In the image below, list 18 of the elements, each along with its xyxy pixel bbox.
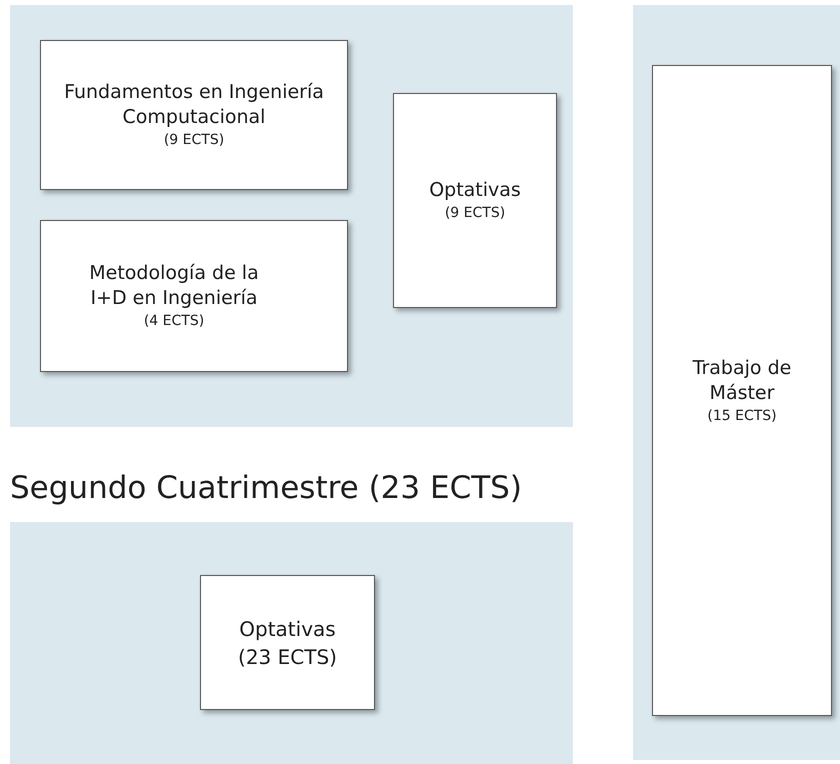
panel-background bbox=[633, 5, 840, 760]
course-box bbox=[40, 220, 348, 372]
course-box bbox=[40, 40, 348, 190]
section-heading: Segundo Cuatrimestre (23 ECTS) bbox=[10, 470, 522, 506]
course-title: Fundamentos en Ingeniería Computacional bbox=[63, 80, 325, 130]
credit-label: (15 ECTS) bbox=[707, 406, 777, 426]
credit-label: (9 ECTS) bbox=[444, 204, 506, 223]
credit-label: (4 ECTS) bbox=[144, 312, 204, 331]
course-box bbox=[393, 93, 557, 308]
credit-label: (9 ECTS) bbox=[164, 131, 224, 150]
course-box bbox=[652, 65, 832, 716]
course-box bbox=[200, 575, 375, 710]
course-title: Optativas bbox=[239, 616, 336, 642]
course-title: Trabajo de Máster bbox=[692, 356, 792, 406]
course-title: Metodología de la I+D en Ingeniería bbox=[88, 261, 260, 311]
panel-background bbox=[10, 5, 573, 427]
course-title: Optativas bbox=[429, 178, 521, 203]
credit-label: (23 ECTS) bbox=[238, 644, 337, 670]
